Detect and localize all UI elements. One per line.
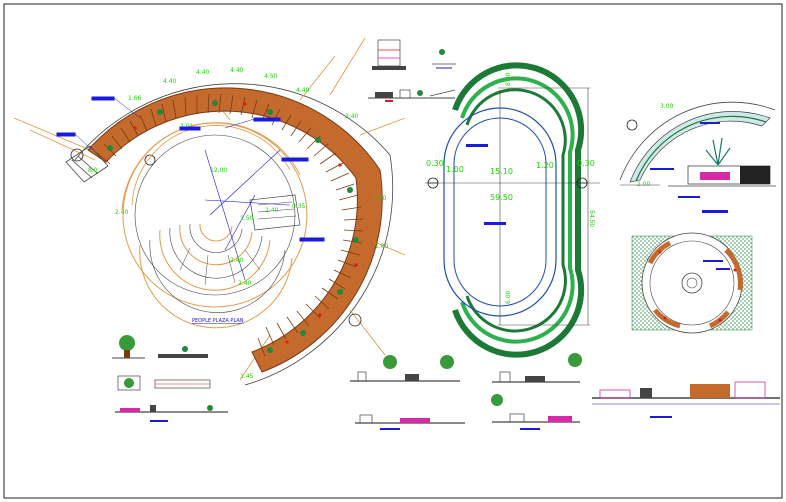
arc-dim: 2.00 — [637, 181, 651, 188]
inner-plaza — [121, 122, 308, 329]
radial-guides — [13, 37, 406, 381]
arc-bench-detail: 3.00 2.00 — [619, 101, 776, 213]
plaza-dim: 0.35 — [292, 203, 306, 210]
inner-plaza-ring — [134, 134, 296, 296]
plaza-dim: 3.70 — [373, 195, 387, 202]
arc-dim: 3.00 — [660, 103, 674, 110]
track-dim: 0.30 — [577, 159, 595, 168]
plaza-dim: 1.80 — [375, 243, 389, 250]
track-dim: 0.30 — [426, 159, 444, 168]
plaza-dim: 2.40 — [265, 207, 279, 214]
plaza-outer-boundary-right — [244, 154, 394, 386]
plaza-dim: 1.45 — [240, 373, 254, 380]
plaza-dim: 1.66 — [128, 95, 142, 102]
circular-planter-plan — [631, 232, 753, 334]
plaza-dim: 4.40 — [296, 87, 310, 94]
plaza-dim: 2.40 — [230, 257, 244, 264]
plaza-dim: 4.40 — [163, 78, 177, 85]
bottom-left-details — [112, 335, 228, 422]
plaza-dim: 2.40 — [115, 209, 129, 216]
deck-red-marks — [133, 102, 358, 344]
bottom-center-details — [491, 353, 582, 430]
top-center-details — [368, 39, 456, 102]
plaza-dim: 4.40 — [230, 67, 244, 74]
sheet-frame — [3, 3, 783, 499]
plaza-plan: 1.66 4.40 4.40 4.40 4.50 4.40 3.40 3.70 … — [13, 37, 406, 386]
plaza-dimensions: 1.66 4.40 4.40 4.40 4.50 4.40 3.40 3.70 … — [88, 67, 389, 380]
plaza-dim: 12.00 — [210, 167, 227, 174]
plaza-plan-title: PEOPLE PLAZA PLAN — [192, 318, 244, 324]
track-outer-lanes — [452, 62, 585, 358]
bottom-middle-details — [350, 355, 465, 430]
plaza-outer-boundary — [74, 83, 391, 161]
section-markers — [70, 148, 362, 327]
plaza-callouts — [56, 96, 325, 242]
plaza-dim: 4.40 — [196, 69, 210, 76]
running-track: 0.30 1.00 15.10 1.20 0.30 59.50 8.00 6.0… — [425, 62, 600, 358]
track-dim: 1.20 — [536, 161, 554, 170]
track-dim: 8.00 — [505, 72, 512, 86]
plaza-dim: 4.50 — [264, 73, 278, 80]
deck-planters — [107, 100, 359, 353]
plaza-dim: 8.0 — [88, 167, 98, 174]
track-dim: 54.50 — [588, 210, 595, 227]
track-dim: 6.00 — [505, 290, 512, 304]
plaza-dim: 1.50 — [240, 215, 254, 222]
plaza-dim: 3.40 — [345, 113, 359, 120]
bottom-right-section — [592, 381, 780, 418]
deck-band — [87, 87, 383, 373]
plaza-dim: 2.40 — [238, 280, 252, 287]
track-dim: 1.00 — [446, 165, 464, 174]
track-dim: 59.50 — [490, 193, 513, 202]
track-dim: 15.10 — [490, 167, 513, 176]
